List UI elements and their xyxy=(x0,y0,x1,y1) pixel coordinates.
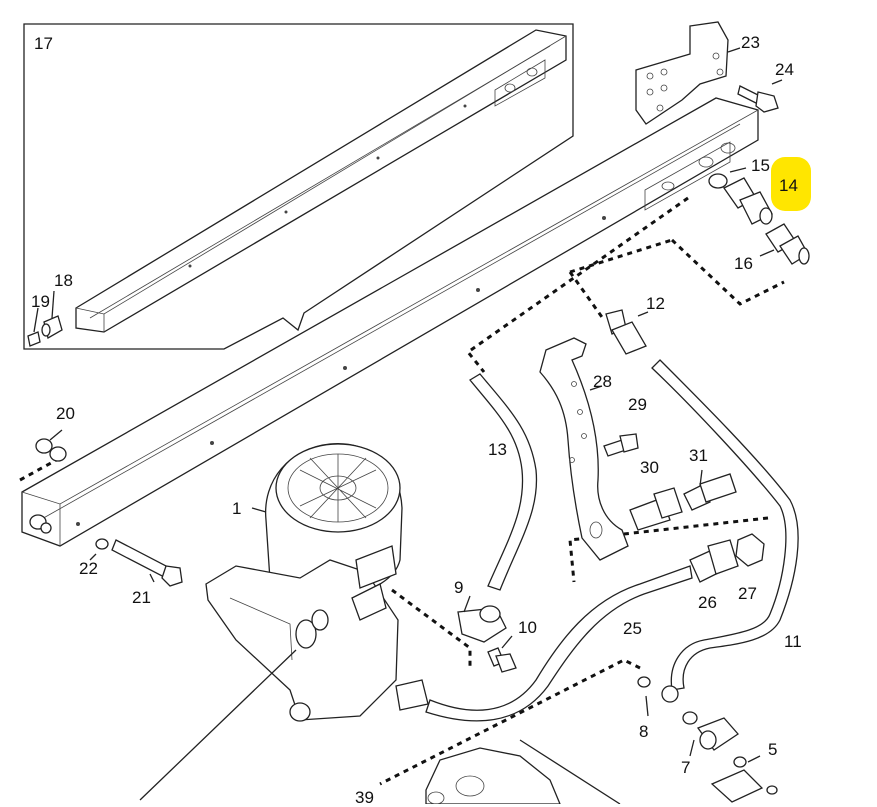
bracket-28 xyxy=(539,337,629,561)
callout-16: 16 xyxy=(734,254,753,273)
callout-22: 22 xyxy=(79,559,98,578)
callout-14-highlight xyxy=(771,157,811,211)
callout-20: 20 xyxy=(56,404,75,423)
hose-13 xyxy=(469,373,538,591)
filter-housing-1 xyxy=(205,443,429,722)
callout-26: 26 xyxy=(698,593,717,612)
washer-8 xyxy=(637,676,651,688)
pipe-25 xyxy=(425,565,693,722)
callout-29: 29 xyxy=(628,395,647,414)
callout-28: 28 xyxy=(593,372,612,391)
callout-11: 11 xyxy=(784,632,802,651)
bolt-10 xyxy=(487,647,517,673)
inset-rail xyxy=(75,29,567,333)
bolt-24 xyxy=(737,85,779,113)
callout-10: 10 xyxy=(518,618,537,637)
pipe-11 xyxy=(651,359,799,691)
callout-14: 14 xyxy=(779,176,798,195)
fitting-5 xyxy=(710,756,778,803)
bracket-23 xyxy=(635,21,729,125)
callout-39: 39 xyxy=(355,788,374,807)
callout-18: 18 xyxy=(54,271,73,290)
callout-9: 9 xyxy=(454,578,464,597)
inset-plug-18 xyxy=(41,315,63,339)
bolt-29 xyxy=(603,433,639,457)
bolt-21 xyxy=(111,539,183,587)
fitting-14 xyxy=(723,177,773,225)
fitting-26 xyxy=(689,539,739,583)
callout-1: 1 xyxy=(232,499,242,518)
callout-15: 15 xyxy=(751,156,770,175)
callout-5: 5 xyxy=(768,740,778,759)
clip-9 xyxy=(457,605,507,643)
inset-screw-19 xyxy=(27,331,41,347)
callout-31: 31 xyxy=(689,446,708,465)
callout-23: 23 xyxy=(741,33,760,52)
fitting-12 xyxy=(605,309,647,355)
callout-12: 12 xyxy=(646,294,665,313)
washer-22 xyxy=(95,538,109,550)
callout-19: 19 xyxy=(31,292,50,311)
nut-27 xyxy=(735,533,765,567)
callout-21: 21 xyxy=(132,588,151,607)
banjo-7 xyxy=(696,717,739,751)
callout-17: 17 xyxy=(34,34,53,53)
callout-24: 24 xyxy=(775,60,794,79)
callout-30: 30 xyxy=(640,458,659,477)
callout-7: 7 xyxy=(681,758,691,777)
pump-39 xyxy=(425,747,561,804)
fitting-31 xyxy=(683,473,737,511)
callout-8: 8 xyxy=(639,722,649,741)
clamp-20 xyxy=(35,438,67,462)
detail-inset-frame xyxy=(23,23,574,350)
fitting-16 xyxy=(765,223,810,265)
callout-27: 27 xyxy=(738,584,757,603)
washer-15 xyxy=(708,173,728,189)
callout-13: 13 xyxy=(488,440,507,459)
main-rail xyxy=(21,97,759,547)
fitting-30 xyxy=(629,487,683,531)
callout-25: 25 xyxy=(623,619,642,638)
